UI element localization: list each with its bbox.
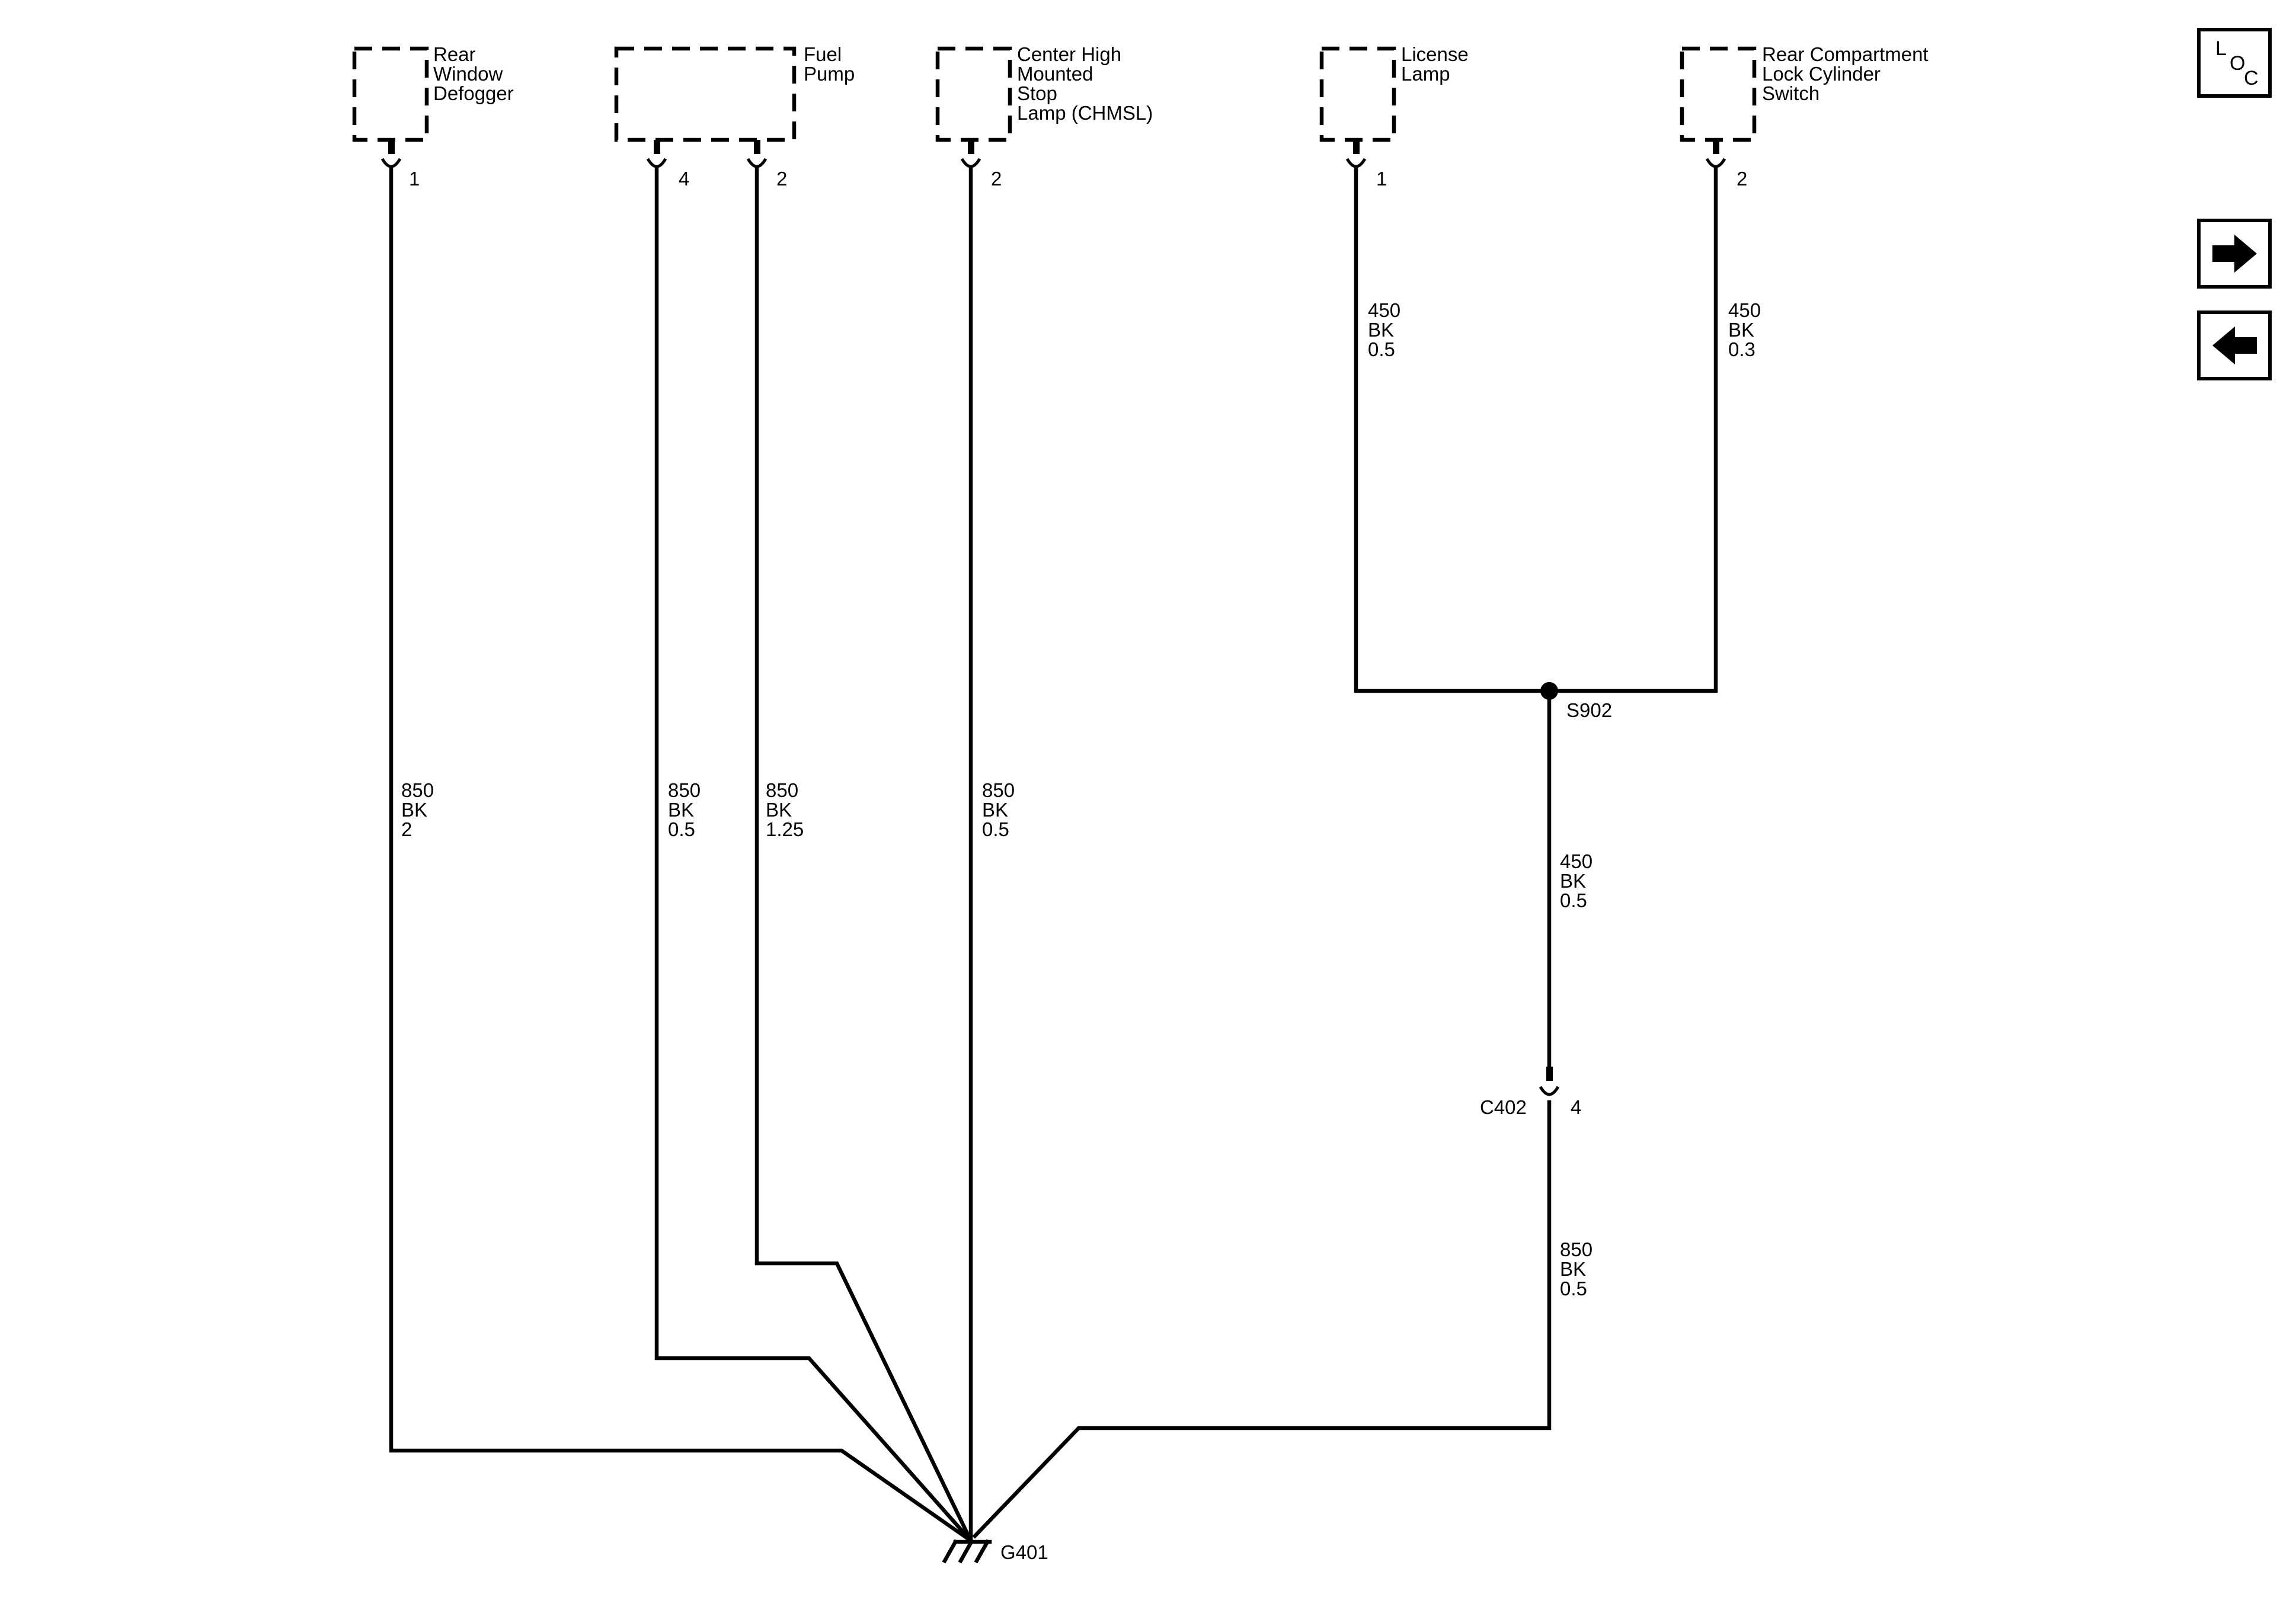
- connector-c402: C402 4: [1480, 1067, 1581, 1118]
- svg-text:BK: BK: [668, 799, 694, 821]
- loc-button[interactable]: L O C: [2197, 28, 2272, 98]
- wire-connector-to-ground: [972, 1100, 1552, 1539]
- component-box: [352, 46, 429, 142]
- wire-defogger: [389, 166, 974, 1544]
- component-box: [1680, 46, 1757, 142]
- pin-number: 2: [776, 168, 787, 190]
- component-label-line: Switch: [1762, 82, 1819, 104]
- svg-text:1.25: 1.25: [766, 818, 804, 840]
- svg-text:BK: BK: [1560, 1258, 1586, 1280]
- pin-number: 2: [991, 168, 1002, 190]
- component-label-line: Fuel: [804, 43, 842, 65]
- pin-number: 1: [409, 168, 420, 190]
- loc-button-frame: [2197, 28, 2272, 98]
- svg-text:2: 2: [401, 818, 412, 840]
- splice-dot: [1540, 682, 1558, 700]
- splice-label: S902: [1566, 699, 1612, 721]
- terminal-pin: [746, 140, 768, 168]
- svg-text:0.5: 0.5: [982, 818, 1009, 840]
- svg-text:BK: BK: [766, 799, 792, 821]
- svg-text:850: 850: [668, 779, 701, 801]
- wire-label-license-lamp: 450 BK 0.5: [1368, 299, 1400, 360]
- wire-lock-switch: [1547, 166, 1718, 693]
- terminal-pin: [1345, 140, 1367, 168]
- svg-text:850: 850: [982, 779, 1015, 801]
- component-label-line: Pump: [804, 63, 855, 85]
- svg-text:BK: BK: [1368, 319, 1394, 341]
- pin-number: 2: [1737, 168, 1747, 190]
- component-label-line: Center High: [1017, 43, 1121, 65]
- svg-text:850: 850: [766, 779, 798, 801]
- wire-fuel-pump-2: [754, 166, 974, 1544]
- wire-label-fuel-pump-4: 850 BK 0.5: [668, 779, 701, 840]
- component-label-line: License: [1401, 43, 1469, 65]
- wire-label-connector-to-ground: 850 BK 0.5: [1560, 1238, 1593, 1299]
- forward-button-frame: [2197, 219, 2272, 289]
- svg-text:BK: BK: [401, 799, 427, 821]
- terminal-pin: [1705, 140, 1726, 168]
- forward-button[interactable]: [2197, 219, 2272, 289]
- svg-text:450: 450: [1728, 299, 1761, 321]
- svg-text:0.5: 0.5: [668, 818, 695, 840]
- loc-letter: O: [2230, 52, 2245, 75]
- back-button[interactable]: [2197, 311, 2272, 380]
- svg-text:BK: BK: [1728, 319, 1754, 341]
- svg-text:0.5: 0.5: [1560, 889, 1587, 911]
- terminal-pin: [646, 140, 667, 168]
- component-label-line: Window: [433, 63, 503, 85]
- ground-label: G401: [1000, 1541, 1048, 1563]
- svg-text:850: 850: [401, 779, 434, 801]
- component-label-line: Lamp (CHMSL): [1017, 102, 1153, 124]
- component-label-line: Rear: [433, 43, 476, 65]
- svg-text:450: 450: [1368, 299, 1400, 321]
- wires: [389, 166, 1718, 1544]
- component-box: [1319, 46, 1396, 142]
- component-label-line: Rear Compartment: [1762, 43, 1929, 65]
- ground-g401: G401: [942, 1539, 1048, 1564]
- connector-cup: [1539, 1086, 1560, 1096]
- svg-text:BK: BK: [982, 799, 1008, 821]
- loc-letter: L: [2215, 37, 2227, 60]
- component-label-line: Mounted: [1017, 63, 1093, 85]
- pin-number: 4: [679, 168, 689, 190]
- component-label-line: Lock Cylinder: [1762, 63, 1881, 85]
- svg-text:0.5: 0.5: [1560, 1278, 1587, 1299]
- component-license-lamp[interactable]: License Lamp 1: [1319, 43, 1469, 190]
- wire-label-fuel-pump-2: 850 BK 1.25: [766, 779, 804, 840]
- splice-s902: S902: [1540, 682, 1612, 721]
- component-label-line: Lamp: [1401, 63, 1450, 85]
- wire-label-lock-switch: 450 BK 0.3: [1728, 299, 1761, 360]
- connector-pin: [1546, 1067, 1553, 1081]
- component-box: [935, 46, 1012, 142]
- component-rear-window-defogger[interactable]: Rear Window Defogger 1: [352, 43, 514, 190]
- wire-fuel-pump-4: [654, 166, 974, 1544]
- svg-text:850: 850: [1560, 1238, 1593, 1260]
- component-label-line: Defogger: [433, 82, 514, 104]
- ground-symbol: [942, 1539, 992, 1564]
- connector-pin-number: 4: [1571, 1096, 1581, 1118]
- svg-text:0.3: 0.3: [1728, 338, 1755, 360]
- terminal-pin: [380, 140, 402, 168]
- component-rear-compartment-lock-cylinder-switch[interactable]: Rear Compartment Lock Cylinder Switch 2: [1680, 43, 1929, 190]
- arrow-left-icon: [2212, 327, 2257, 364]
- loc-letter: C: [2244, 67, 2259, 89]
- wire-label-splice-to-connector: 450 BK 0.5: [1560, 850, 1593, 911]
- terminal-pin: [960, 140, 981, 168]
- wire-label-defogger: 850 BK 2: [401, 779, 434, 840]
- arrow-right-icon: [2212, 235, 2257, 273]
- connector-label: C402: [1480, 1096, 1527, 1118]
- component-label-line: Stop: [1017, 82, 1057, 104]
- wire-label-chmsl: 850 BK 0.5: [982, 779, 1015, 840]
- component-fuel-pump[interactable]: Fuel Pump 4 2: [614, 43, 855, 190]
- pin-number: 1: [1376, 168, 1387, 190]
- svg-text:450: 450: [1560, 850, 1593, 872]
- svg-text:0.5: 0.5: [1368, 338, 1395, 360]
- wire-license-lamp: [1354, 166, 1552, 693]
- component-box: [614, 46, 797, 142]
- svg-text:BK: BK: [1560, 870, 1586, 892]
- component-chmsl[interactable]: Center High Mounted Stop Lamp (CHMSL) 2: [935, 43, 1153, 190]
